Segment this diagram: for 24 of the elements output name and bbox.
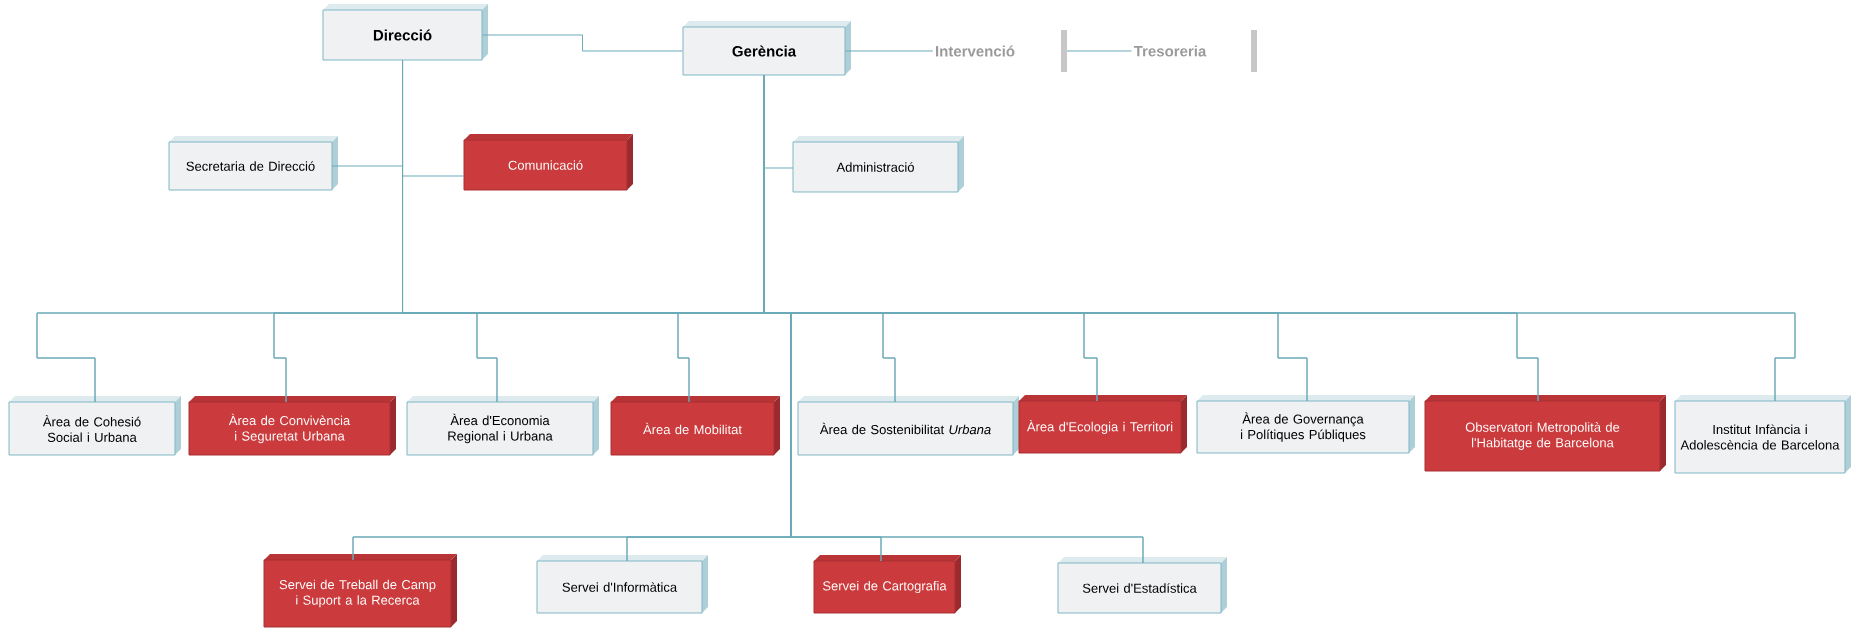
org-box: Àrea de Mobilitat	[610, 396, 780, 456]
org-box: Àrea d'Ecologia i Territori	[1018, 395, 1187, 454]
org-box: Comunicació	[463, 134, 633, 191]
org-box: Secretaria de Direcció	[168, 136, 338, 191]
org-box: Direcció	[322, 4, 488, 61]
org-box: Servei d'Estadística	[1057, 557, 1227, 614]
org-box: Àrea d'Economia Regional i Urbana	[406, 396, 599, 456]
connector-line	[763, 74, 1144, 564]
org-box: Observatori Metropolità de l'Habitatge de Barcelona	[1424, 395, 1666, 472]
unit-label: Tresoreria	[1133, 45, 1207, 57]
org-box: Servei de Treball de Camp i Suport a la Recerca	[263, 554, 457, 628]
org-box: Àrea de Convivència i Seguretat Urbana	[188, 396, 396, 456]
org-box: Institut Infància i Adolescència de Barcelona	[1674, 395, 1851, 474]
org-box: Àrea de Governança i Polítiques Públiques	[1196, 395, 1415, 454]
org-box: Àrea de Sostenibilitat Urbana	[797, 396, 1019, 456]
org-box: Àrea de Cohesió Social i Urbana	[8, 396, 181, 456]
org-box: Servei d'Informàtica	[536, 555, 708, 614]
org-box: Servei de Cartografia	[813, 555, 961, 614]
unit-label: Intervenció	[936, 45, 1015, 57]
connector-line	[1066, 50, 1133, 52]
org-box: Administració	[792, 136, 964, 193]
connector-line	[845, 50, 934, 52]
org-box: Gerència	[682, 21, 851, 76]
connector-line	[482, 34, 683, 52]
